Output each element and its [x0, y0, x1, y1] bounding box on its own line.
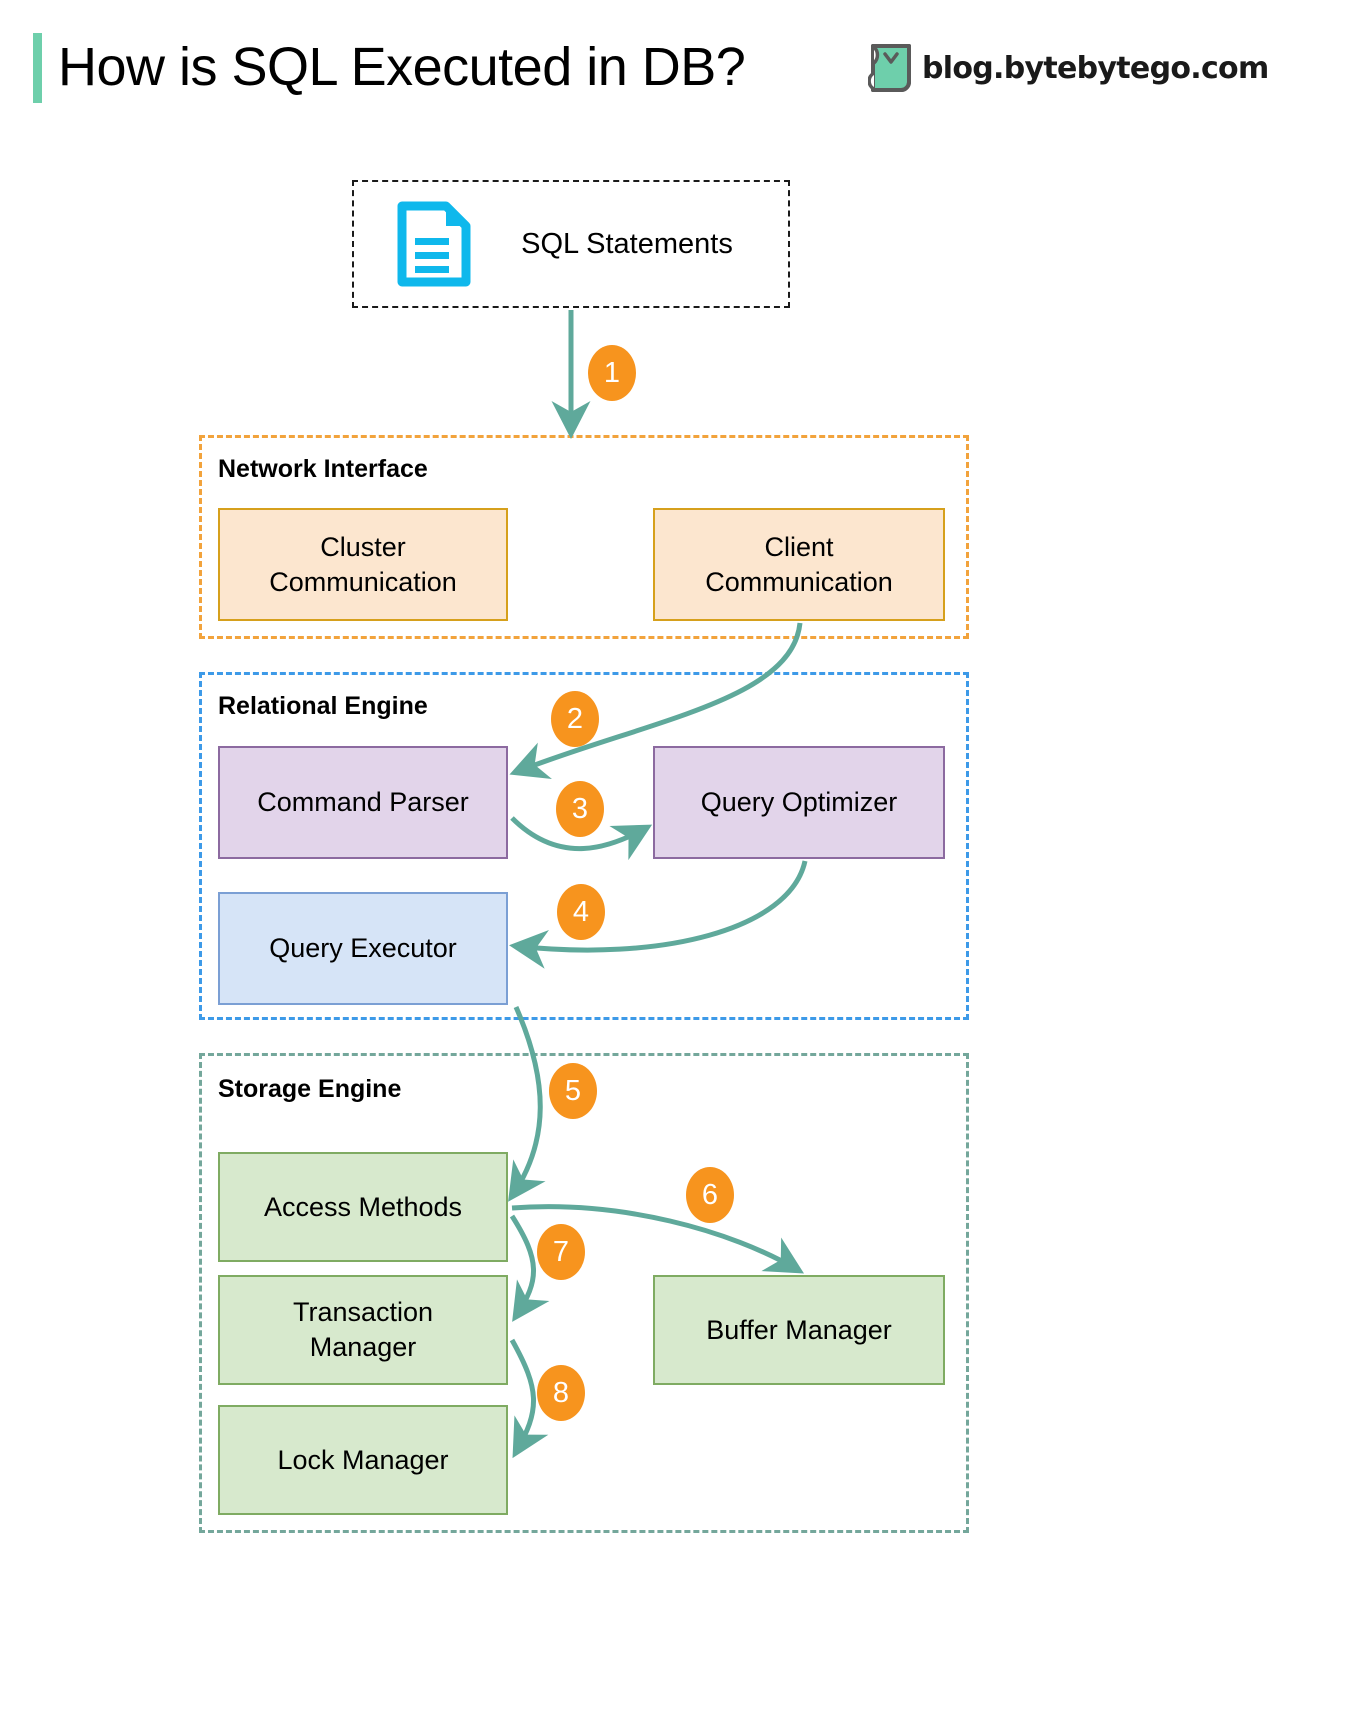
node-access-methods-label: Access Methods [263, 1191, 463, 1222]
node-query-optimizer-label: Query Optimizer [700, 787, 898, 818]
step-badge-4: 4 [557, 884, 605, 940]
node-client-communication-label: Client Communication [705, 531, 893, 597]
step-badge-5: 5 [549, 1063, 597, 1119]
node-query-optimizer[interactable]: Query Optimizer [653, 746, 945, 859]
step-badge-8: 8 [537, 1365, 585, 1421]
page-header: How is SQL Executed in DB? blog.bytebyte… [0, 0, 1358, 130]
step-badge-4-label: 4 [572, 895, 590, 928]
node-transaction-manager[interactable]: Transaction Manager [218, 1275, 508, 1385]
sql-statements-box: SQL Statements [352, 180, 790, 308]
node-buffer-manager[interactable]: Buffer Manager [653, 1275, 945, 1385]
step-badge-6-label: 6 [701, 1178, 719, 1211]
brand-text: blog.bytebytego.com [922, 50, 1269, 86]
page-title: How is SQL Executed in DB? [58, 37, 746, 97]
sql-statements-label: SQL Statements [521, 227, 733, 260]
step-badge-7-label: 7 [552, 1235, 570, 1268]
bytebytego-logo [868, 44, 911, 92]
step-badge-5-label: 5 [564, 1074, 582, 1107]
step-badge-2-label: 2 [566, 702, 584, 735]
group-storage-engine-label: Storage Engine [218, 1075, 402, 1103]
title-accent-bar [33, 33, 42, 103]
brand-watermark: blog.bytebytego.com [868, 42, 1269, 94]
node-access-methods[interactable]: Access Methods [218, 1152, 508, 1262]
document-icon [388, 198, 480, 290]
step-badge-6: 6 [686, 1167, 734, 1223]
step-badge-3-label: 3 [571, 792, 589, 825]
node-cluster-communication[interactable]: Cluster Communication [218, 508, 508, 621]
node-command-parser-label: Command Parser [257, 787, 469, 818]
step-badge-8-label: 8 [552, 1376, 570, 1409]
group-network-interface-label: Network Interface [218, 455, 428, 483]
node-query-executor[interactable]: Query Executor [218, 892, 508, 1005]
node-lock-manager[interactable]: Lock Manager [218, 1405, 508, 1515]
node-query-executor-label: Query Executor [269, 933, 457, 964]
step-badge-1-label: 1 [603, 356, 621, 389]
step-badge-2: 2 [551, 691, 599, 747]
step-badge-3: 3 [556, 781, 604, 837]
group-relational-engine-label: Relational Engine [218, 692, 428, 720]
node-buffer-manager-label: Buffer Manager [706, 1314, 892, 1345]
node-transaction-manager-label: Transaction Manager [292, 1297, 434, 1362]
step-badge-7: 7 [537, 1224, 585, 1280]
node-command-parser[interactable]: Command Parser [218, 746, 508, 859]
node-lock-manager-label: Lock Manager [277, 1444, 449, 1475]
node-client-communication[interactable]: Client Communication [653, 508, 945, 621]
group-storage-engine [199, 1053, 969, 1533]
node-cluster-communication-label: Cluster Communication [269, 531, 457, 597]
step-badge-1: 1 [588, 345, 636, 401]
